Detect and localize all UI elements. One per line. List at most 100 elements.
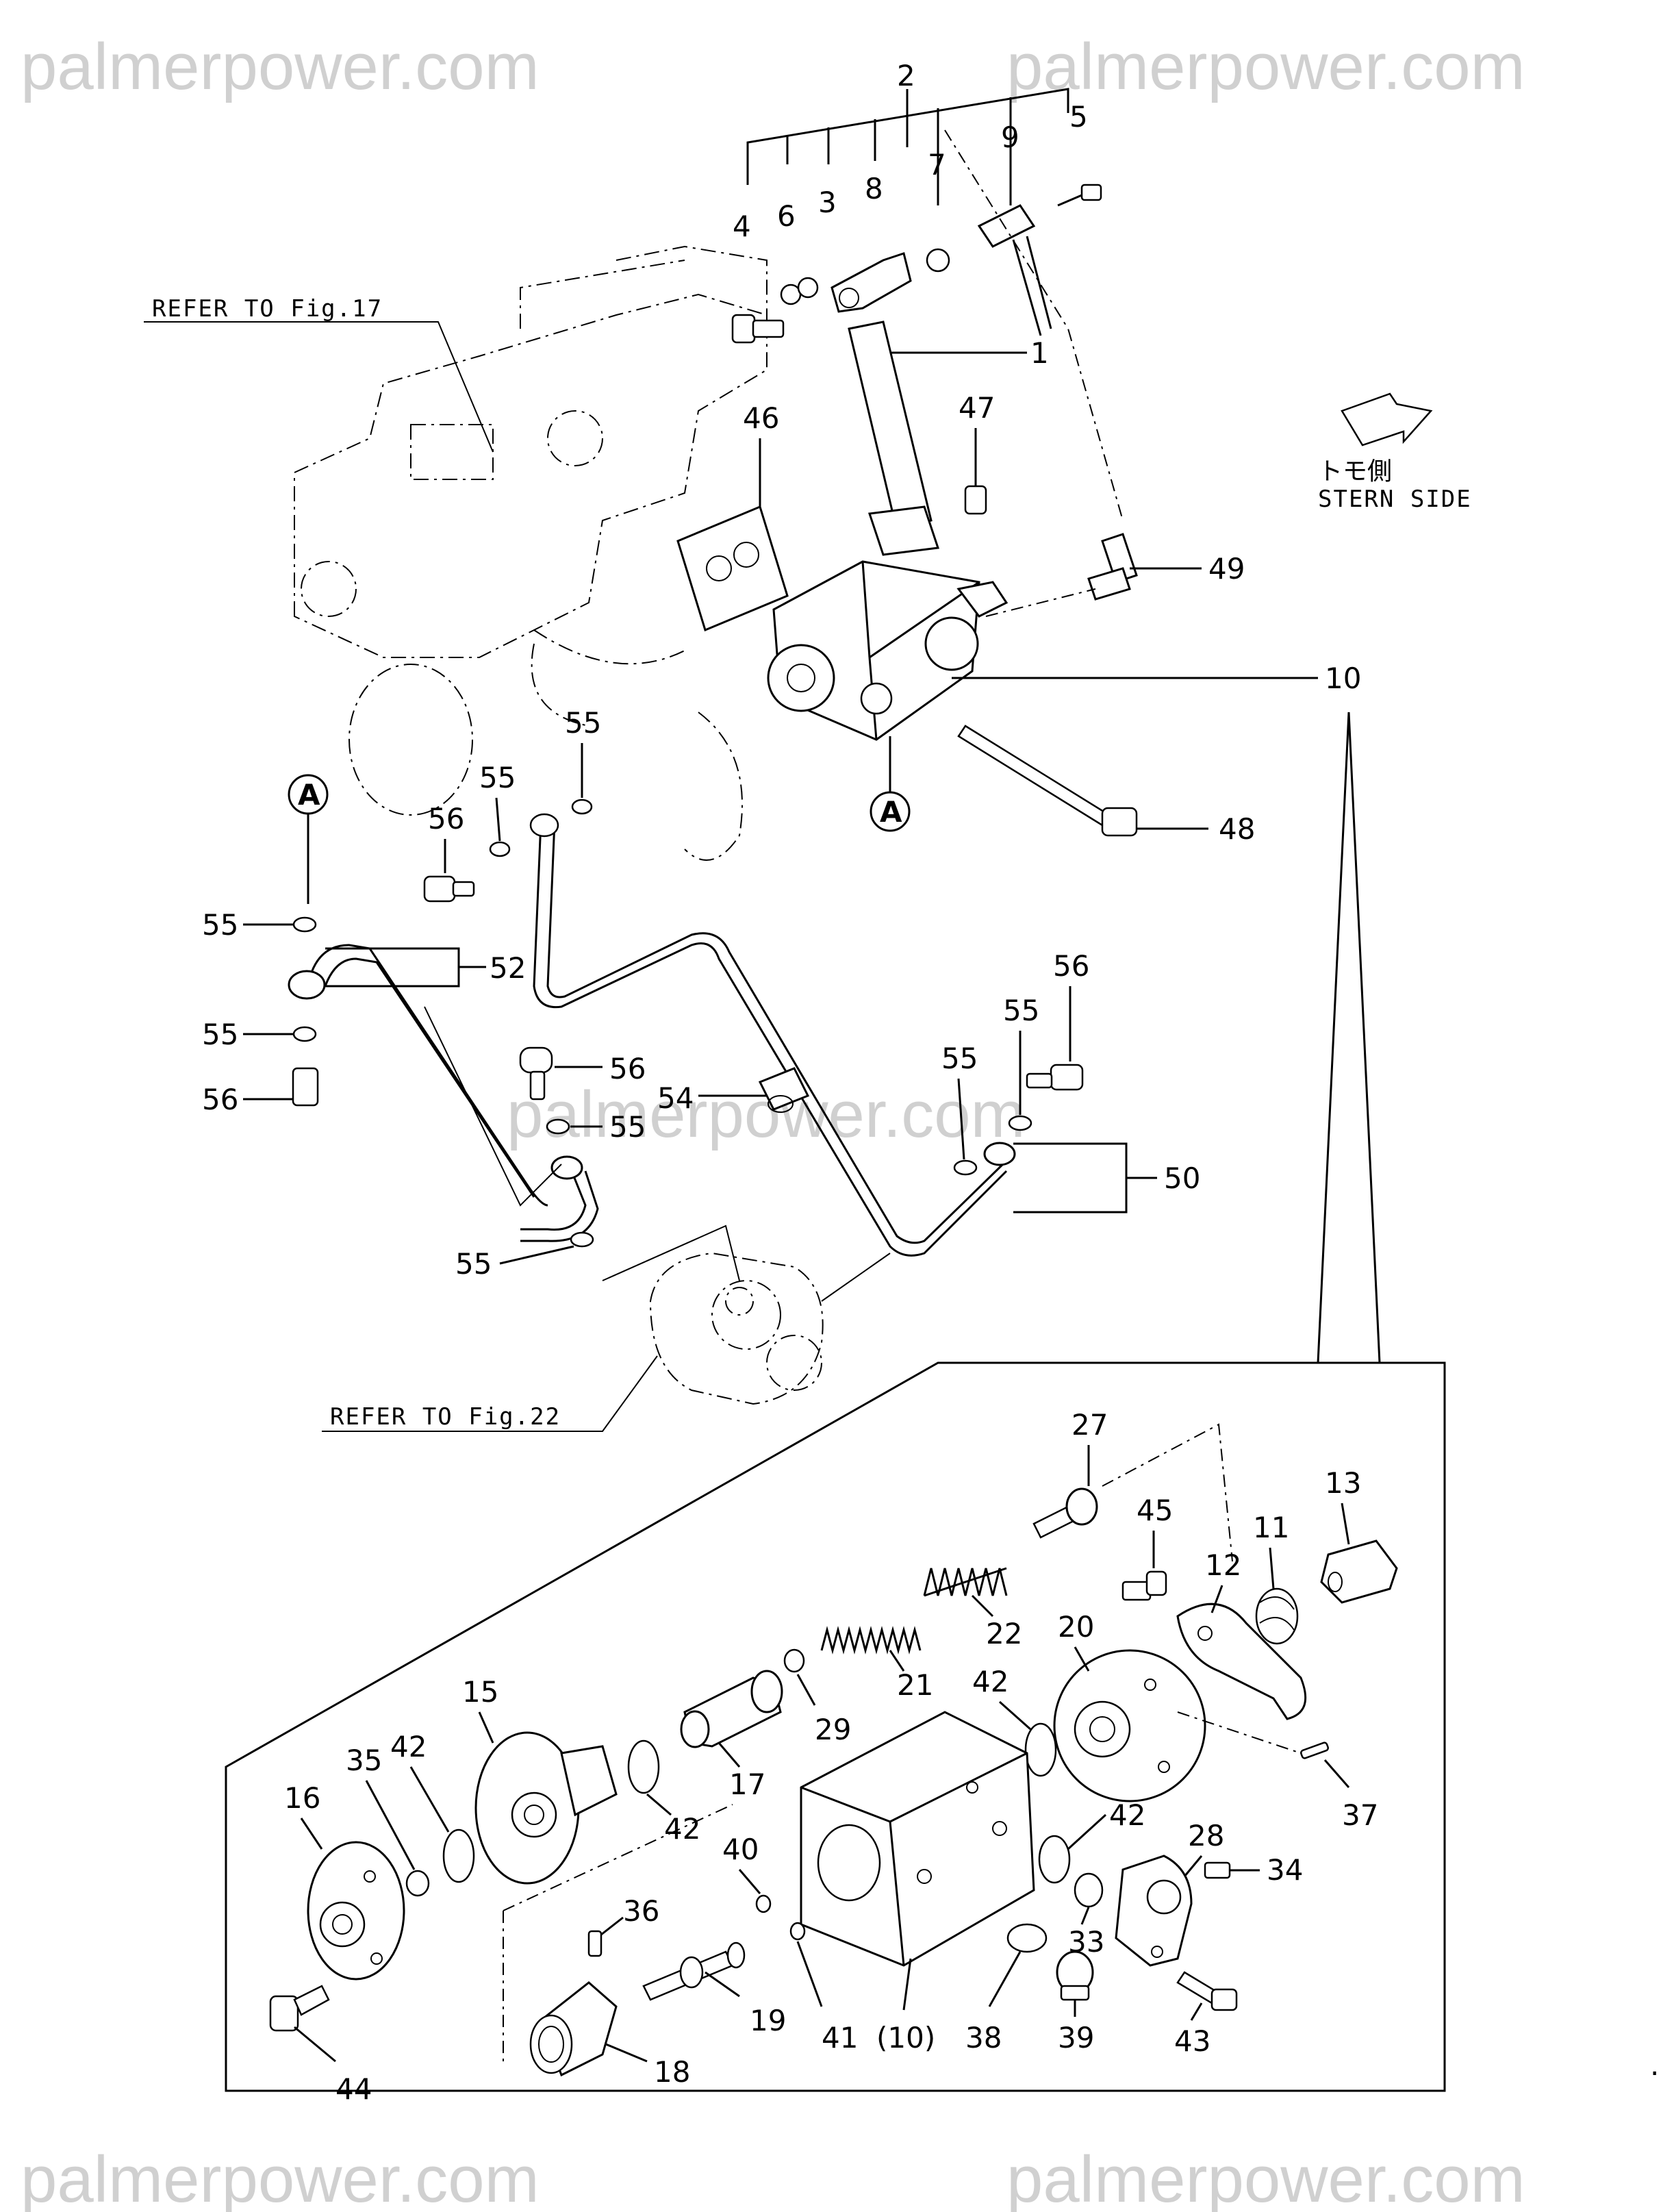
o-ring-42-block [1038,1835,1071,1884]
callout-3: 3 [818,186,837,219]
leader-43 [1190,2002,1203,2021]
leader-21 [889,1650,905,1672]
callout-56-c: 56 [609,1052,646,1085]
washer-38 [1006,1923,1048,1953]
callout-40: 40 [722,1833,759,1866]
banjo-end-top [529,813,559,838]
callout-50: 50 [1164,1161,1200,1195]
callout-21: 21 [897,1668,933,1702]
screw-34 [1204,1861,1231,1879]
callout-1: 1 [1030,336,1049,370]
o-ring-42-center [627,1739,660,1794]
leader-11 [1269,1547,1275,1589]
o-ring-41 [789,1922,806,1941]
washer-55-right-upper [1008,1115,1032,1131]
callout-55-h: 55 [941,1042,978,1075]
pipe-main [533,821,1008,1257]
callout-45: 45 [1137,1494,1173,1527]
leader-37 [1323,1759,1350,1788]
washer-55-left-top [292,916,317,933]
leader-36 [600,1916,624,1936]
callout-52: 52 [490,951,526,985]
refer-fig17-leader [144,321,494,453]
section-marker-a-right: A [870,736,911,832]
callout-6: 6 [777,199,796,233]
bolt-56-right [1026,1064,1084,1091]
callout-56-d: 56 [1053,949,1089,983]
callout-17: 17 [729,1768,765,1801]
bolt-56-left [292,1067,319,1107]
leader-44 [294,2026,336,2063]
leader-22 [971,1594,994,1618]
stern-side-label: STERN SIDE [1318,486,1472,513]
spring-22 [923,1567,1008,1597]
leader-55-f [499,1245,574,1265]
callout-29: 29 [815,1713,851,1746]
bolt-44 [269,1985,330,2032]
refer-fig17-label: REFER TO Fig.17 [152,295,383,323]
callout-48: 48 [1219,812,1255,846]
leader-42-a [999,1700,1031,1731]
cover-20 [1053,1649,1206,1802]
section-marker-a-right-text: A [880,795,902,829]
callout-28: 28 [1188,1819,1224,1852]
clamp-54 [758,1067,810,1113]
cover-16 [307,1841,405,1981]
callout-35: 35 [346,1744,382,1777]
washer-29 [783,1648,805,1673]
callout-43: 43 [1174,2024,1210,2058]
dash-27 [1102,1423,1233,1562]
footer-mark: . [1650,2048,1659,2082]
spool-19 [642,1941,746,2001]
o-ring-40 [755,1894,772,1913]
callout-13: 13 [1325,1466,1361,1500]
leader-19 [705,1971,740,1998]
callout-42-b: 42 [664,1812,700,1846]
stern-side-jp-label: トモ側 [1318,457,1392,486]
bolt-5 [1057,184,1102,207]
leader-35 [365,1780,416,1870]
cover-15 [474,1731,618,1885]
banjo-end-50 [983,1142,1016,1166]
pin-27 [1032,1487,1098,1539]
callout-20: 20 [1058,1610,1094,1644]
gasket-46 [676,505,789,632]
callout-49: 49 [1208,552,1245,586]
washer-55-center [546,1118,570,1135]
callout-8: 8 [865,172,883,205]
callout-54: 54 [657,1081,694,1115]
leader-55-b [495,797,501,842]
bolt-4 [731,314,785,344]
callout-12: 12 [1205,1548,1241,1582]
valve-body-10 [800,1711,1035,1967]
callout-10: 10 [1325,662,1361,695]
callout-55-f: 55 [455,1247,492,1281]
leader-33 [1080,1907,1090,1925]
callout-16: 16 [284,1781,320,1815]
bolt-56-center [519,1046,553,1101]
elbow-fitting-49 [1087,533,1138,601]
callout-11: 11 [1253,1511,1289,1544]
callout-38: 38 [965,2021,1002,2054]
callout-44: 44 [335,2072,372,2106]
leader-13 [1341,1503,1350,1545]
dash-37 [1177,1711,1302,1754]
washer-55-lower [570,1231,594,1248]
bushing-7 [926,248,950,273]
leader-38 [988,1951,1022,2007]
leader-16 [300,1818,323,1850]
detail-pointer [1317,712,1381,1363]
section-marker-a-left-text: A [298,778,320,812]
pump-outline [649,1252,824,1405]
sleeve-18 [529,1981,618,2077]
callout-9: 9 [1001,121,1019,154]
plug-39 [1056,1950,1094,2001]
callout-22: 22 [986,1617,1022,1650]
washer-55-top-left [489,841,511,857]
callout-41: 41 [822,2021,858,2054]
cover-28 [1115,1855,1193,1967]
callout-56-a: 56 [428,802,464,835]
refer-fig22-label: REFER TO Fig.22 [330,1403,561,1431]
washer-55-left-mid [292,1026,317,1042]
callout-55-e: 55 [609,1110,646,1144]
